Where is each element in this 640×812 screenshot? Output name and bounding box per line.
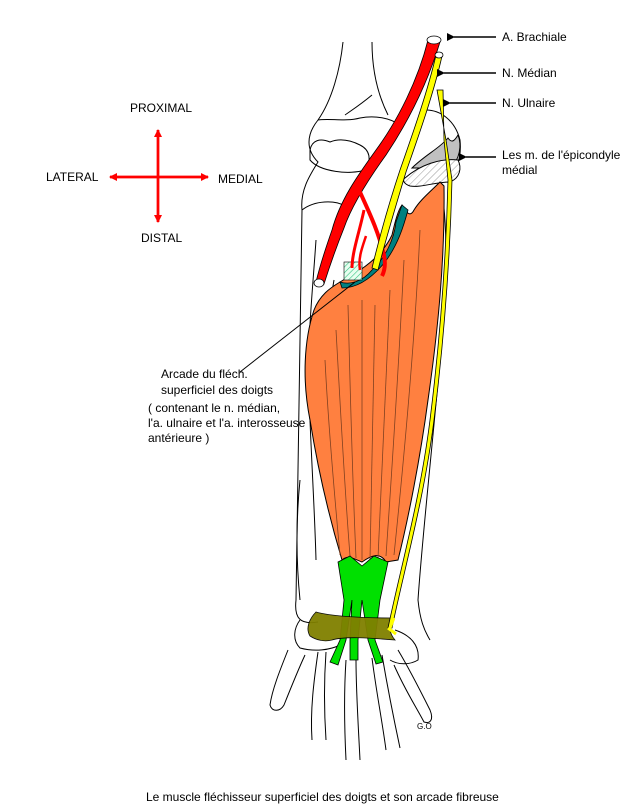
tendons [329, 555, 389, 666]
label-median-nerve: N. Médian [502, 66, 557, 80]
label-epicondyle-muscles-2: médial [502, 163, 538, 177]
median-nerve [371, 51, 444, 271]
orientation-cross [109, 129, 209, 223]
label-distal: DISTAL [141, 231, 183, 245]
label-lateral: LATERAL [46, 170, 99, 184]
label-proximal: PROXIMAL [130, 101, 193, 115]
signature: G.O [417, 722, 432, 731]
flexor-retinaculum [307, 611, 396, 642]
label-arrows [239, 33, 496, 373]
label-medial: MEDIAL [218, 172, 263, 186]
brachial-artery [313, 35, 442, 288]
ulnar-nerve [387, 89, 453, 636]
label-epicondyle-muscles-1: Les m. de l'épicondyle [502, 148, 621, 162]
label-ulnar-nerve: N. Ulnaire [502, 96, 556, 110]
label-arcade-1: Arcade du fléch. [161, 367, 248, 381]
epicondyle-muscles [403, 133, 461, 187]
label-arcade-4: l'a. ulnaire et l'a. interosseuse [148, 416, 306, 430]
arrow-arcade [239, 281, 356, 373]
label-arcade-2: superficiel des doigts [161, 383, 274, 397]
bones-outline [269, 41, 461, 761]
label-brachial-artery: A. Brachiale [502, 30, 567, 44]
flexor-muscle [304, 181, 445, 563]
label-arcade-3: ( contenant le n. médian, [148, 401, 281, 415]
figure-caption: Le muscle fléchisseur superficiel des do… [146, 790, 499, 804]
label-arcade-5: antérieure ) [148, 431, 210, 445]
